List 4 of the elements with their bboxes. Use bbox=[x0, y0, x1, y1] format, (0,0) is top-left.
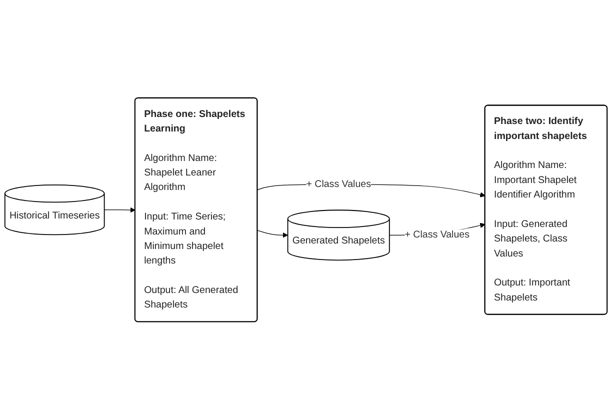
arrow bbox=[257, 230, 288, 238]
edge-label: + Class Values bbox=[306, 179, 371, 190]
edge-label: + Class Values bbox=[404, 230, 470, 240]
arrow bbox=[104, 208, 136, 213]
